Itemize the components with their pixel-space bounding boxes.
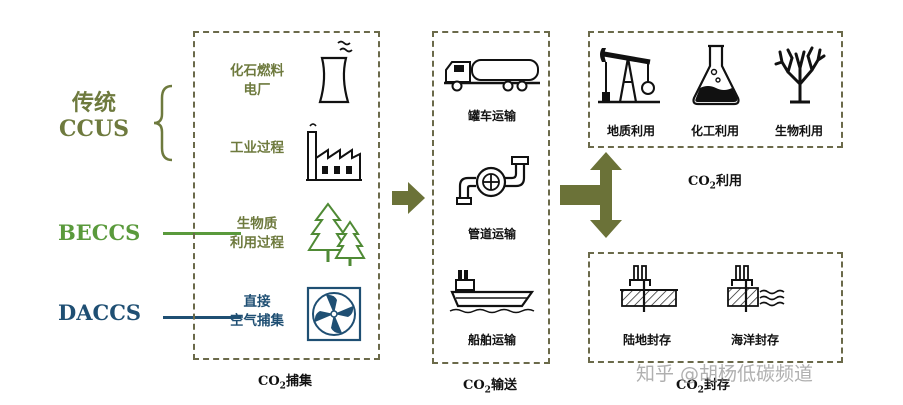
capture-caption-suffix: 捕集 bbox=[285, 374, 312, 389]
capture-item-biomass-line2: 利用过程 bbox=[230, 235, 284, 251]
watermark: 知乎 @胡杨低碳频道 bbox=[636, 363, 814, 385]
ship-icon bbox=[449, 270, 535, 314]
beccs-connector bbox=[163, 232, 241, 235]
daccs-label: DACCS bbox=[58, 300, 142, 325]
capture-item-industry: 工业过程 bbox=[230, 140, 284, 156]
capture-item-dac-line2: 空气捕集 bbox=[230, 313, 284, 329]
ccus-label-line2: CCUS bbox=[58, 116, 130, 142]
coral-icon bbox=[774, 46, 826, 104]
capture-item-fossil-line2: 电厂 bbox=[243, 82, 271, 98]
capture-item-fossil: 化石燃料 电厂 bbox=[214, 62, 300, 100]
factory-icon bbox=[306, 123, 362, 181]
capture-caption-sub: 2 bbox=[279, 381, 286, 392]
capture-item-biomass-line1: 生物质 bbox=[236, 216, 278, 232]
transport-label-ship: 船舶运输 bbox=[467, 333, 516, 347]
transport-caption-suffix: 输送 bbox=[490, 378, 517, 393]
transport-label-tanker: 罐车运输 bbox=[467, 109, 516, 123]
utilization-caption: CO2利用 bbox=[688, 170, 742, 192]
capture-box bbox=[193, 31, 380, 360]
capture-item-dac-line1: 直接 bbox=[243, 294, 271, 310]
transport-caption-prefix: CO bbox=[463, 378, 485, 393]
storage-caption-suffix: 封存 bbox=[703, 378, 730, 393]
utilization-label-chem: 化工利用 bbox=[690, 124, 739, 138]
utilization-label-geo: 地质利用 bbox=[606, 124, 655, 138]
land-storage-icon bbox=[620, 265, 678, 312]
split-arrow bbox=[560, 152, 622, 238]
capture-item-fossil-line1: 化石燃料 bbox=[230, 63, 284, 79]
capture-item-biomass: 生物质 利用过程 bbox=[214, 215, 300, 253]
transport-caption: CO2输送 bbox=[463, 374, 517, 396]
transport-label-pipeline: 管道运输 bbox=[467, 227, 516, 241]
transport-caption-sub: 2 bbox=[484, 385, 491, 396]
storage-label-ocean: 海洋封存 bbox=[730, 333, 779, 347]
flask-icon bbox=[692, 44, 740, 106]
storage-label-land: 陆地封存 bbox=[622, 333, 671, 347]
ccus-brace bbox=[153, 84, 173, 162]
capture-item-dac: 直接 空气捕集 bbox=[214, 293, 300, 331]
capture-caption-prefix: CO bbox=[258, 374, 280, 389]
daccs-connector bbox=[163, 316, 241, 319]
tanker-truck-icon bbox=[444, 59, 540, 92]
ccus-label: 传统 CCUS bbox=[58, 90, 130, 142]
power-plant-icon bbox=[318, 40, 353, 104]
utilization-label-bio: 生物利用 bbox=[774, 124, 823, 138]
capture-to-transport-arrow bbox=[392, 182, 425, 214]
storage-caption-prefix: CO bbox=[676, 378, 698, 393]
fan-icon bbox=[306, 286, 362, 342]
storage-caption: CO2封存 bbox=[676, 374, 730, 396]
capture-caption: CO2捕集 bbox=[258, 370, 312, 392]
beccs-label: BECCS bbox=[58, 220, 141, 245]
ccus-label-line1: 传统 bbox=[71, 90, 116, 116]
utilization-box bbox=[588, 31, 843, 148]
storage-box bbox=[588, 252, 843, 363]
utilization-caption-suffix: 利用 bbox=[715, 174, 742, 189]
utilization-caption-sub: 2 bbox=[709, 181, 716, 192]
utilization-caption-prefix: CO bbox=[688, 174, 710, 189]
ocean-storage-icon bbox=[727, 265, 785, 312]
transport-box bbox=[432, 31, 550, 364]
storage-caption-sub: 2 bbox=[697, 385, 704, 396]
pipeline-icon bbox=[456, 156, 529, 205]
oil-pump-icon bbox=[598, 48, 660, 104]
forest-icon bbox=[307, 202, 366, 266]
